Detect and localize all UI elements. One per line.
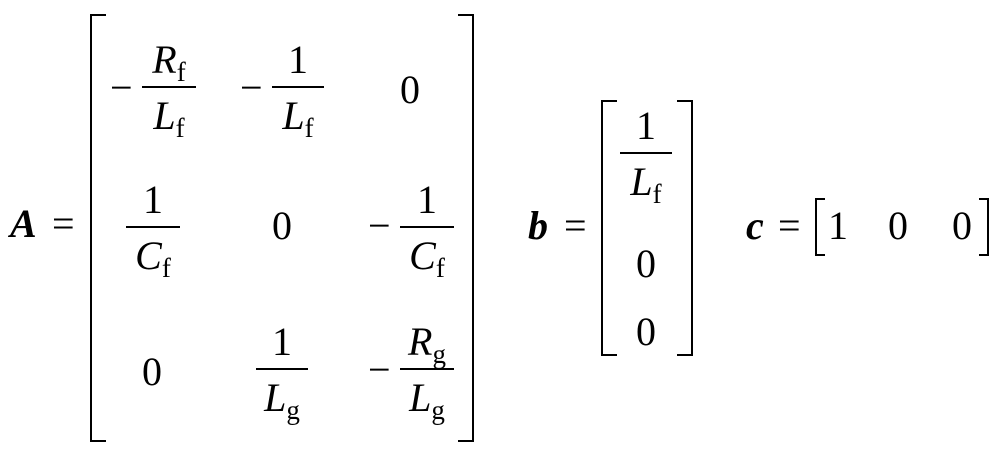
a11-numerator: Rf xyxy=(152,37,186,87)
a31-value: 0 xyxy=(142,349,162,394)
c2-value: 0 xyxy=(888,203,908,248)
a22-value: 0 xyxy=(272,203,292,248)
a33-sign: − xyxy=(368,347,391,392)
a21-fraction: 1 Cf xyxy=(126,180,180,282)
a13-value: 0 xyxy=(400,67,420,112)
matrix-a-right-bracket xyxy=(458,14,474,442)
a32-fraction: 1 Lg xyxy=(256,322,308,424)
a11-denominator: Lf xyxy=(153,93,185,143)
a33-fraction: Rg Lg xyxy=(400,322,454,424)
c3-value: 0 xyxy=(952,203,972,248)
vector-b-right-bracket xyxy=(677,100,693,356)
vector-b-equals: = xyxy=(564,203,587,248)
a23-fraction: 1 Cf xyxy=(400,180,454,282)
b1-fraction: 1 Lf xyxy=(620,106,672,208)
matrix-a-label: A xyxy=(10,201,37,246)
a12-fraction: 1 Lf xyxy=(272,40,324,142)
c1-value: 1 xyxy=(828,203,848,248)
a11-fraction: Rf Lf xyxy=(142,37,196,143)
vector-c-label: c xyxy=(746,203,764,248)
a23-sign: − xyxy=(368,203,391,248)
vector-c-left-bracket xyxy=(815,198,825,256)
a11-sign: − xyxy=(110,65,133,110)
vector-b-left-bracket xyxy=(601,100,617,356)
vector-c-right-bracket xyxy=(979,198,989,256)
a12-sign: − xyxy=(240,65,263,110)
vector-c-equals: = xyxy=(778,203,801,248)
vector-b-label: b xyxy=(528,203,548,248)
b2-value: 0 xyxy=(636,241,656,286)
matrix-a-left-bracket xyxy=(90,14,106,442)
b3-value: 0 xyxy=(636,309,656,354)
matrix-a-equals: = xyxy=(52,201,75,246)
